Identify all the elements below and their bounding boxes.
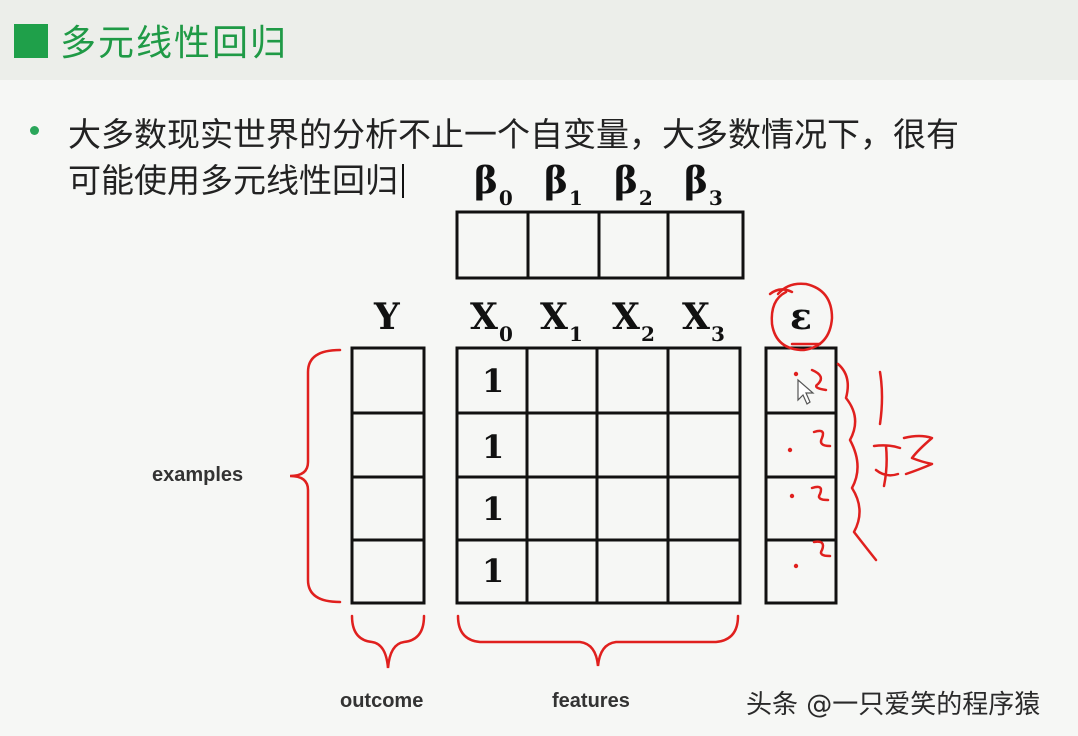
x2-label: X2 bbox=[612, 296, 655, 346]
bullet-line-1: 大多数现实世界的分析不止一个自变量，大多数情况下，很有 bbox=[68, 115, 959, 154]
outcome-label: outcome bbox=[340, 690, 424, 712]
y-label: Y bbox=[374, 296, 400, 338]
error-mark-icon bbox=[810, 485, 830, 502]
features-brace-icon bbox=[456, 614, 740, 667]
x1-label: X1 bbox=[540, 296, 583, 346]
examples-brace-icon bbox=[289, 348, 342, 604]
error-mark-icon bbox=[812, 540, 832, 558]
x0-label: X0 bbox=[470, 296, 513, 346]
epsilon-scribble-icon bbox=[768, 288, 794, 296]
beta-vector bbox=[455, 210, 745, 280]
examples-label: examples bbox=[152, 464, 244, 486]
error-dot-icon bbox=[793, 563, 799, 569]
slide-title: 多元线性回归 bbox=[60, 23, 289, 64]
error-dot-icon bbox=[793, 371, 799, 377]
epsilon-circle-icon bbox=[770, 282, 834, 352]
stroke-annotation-icon bbox=[878, 370, 884, 426]
title-bar: 多元线性回归 bbox=[0, 0, 1078, 80]
beta-2-label: β2 bbox=[614, 160, 653, 210]
bullet-line-2-text: 可能使用多元线性回归 bbox=[68, 161, 398, 200]
title-marker bbox=[14, 24, 48, 58]
intercept-value: 1 bbox=[482, 552, 505, 590]
handwritten-annotations bbox=[768, 282, 934, 562]
beta-0-label: β0 bbox=[474, 160, 513, 210]
epsilon-label: ε bbox=[790, 296, 812, 338]
error-dots bbox=[787, 371, 799, 569]
intercept-value: 1 bbox=[482, 490, 505, 528]
intercept-value: 1 bbox=[482, 428, 505, 466]
bullet-paragraph: 大多数现实世界的分析不止一个自变量，大多数情况下，很有 可能使用多元线性回归 bbox=[68, 112, 1058, 204]
beta-3-label: β3 bbox=[684, 160, 723, 210]
mouse-pointer-icon bbox=[797, 378, 815, 405]
error-dot-icon bbox=[787, 447, 793, 453]
wavy-annotation-icon bbox=[836, 362, 878, 562]
error-mark-icon bbox=[812, 429, 832, 448]
error-mark-icon bbox=[810, 368, 828, 392]
watermark: 头条 @一只爱笑的程序猿 bbox=[746, 690, 1041, 720]
beta-1-label: β1 bbox=[544, 160, 583, 210]
stroke-annotation-icon bbox=[872, 444, 902, 488]
y-vector bbox=[350, 346, 426, 605]
text-cursor-icon bbox=[402, 164, 404, 198]
bullet-line-2: 可能使用多元线性回归 bbox=[68, 158, 1058, 204]
x-matrix bbox=[455, 346, 742, 605]
x3-label: X3 bbox=[682, 296, 725, 346]
epsilon-vector bbox=[764, 346, 838, 605]
intercept-value: 1 bbox=[482, 362, 505, 400]
bullet-icon bbox=[30, 126, 39, 135]
error-dot-icon bbox=[789, 493, 795, 499]
outcome-brace-icon bbox=[350, 614, 426, 669]
features-label: features bbox=[552, 690, 630, 712]
brace-annotations bbox=[289, 348, 740, 669]
sigma-annotation-icon bbox=[902, 434, 934, 476]
